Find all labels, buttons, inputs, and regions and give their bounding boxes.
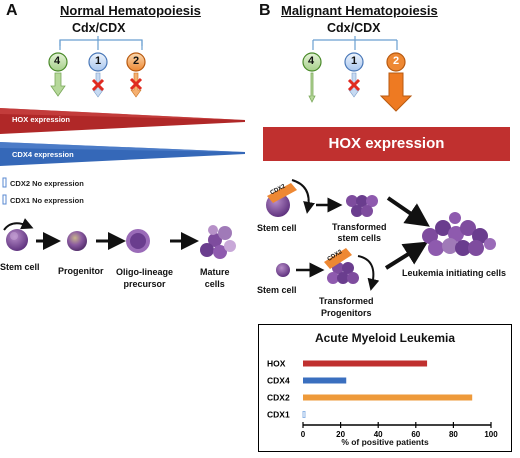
panel-a-mature-label: Mature cells	[200, 267, 230, 289]
panel-b-transformed-stem-label: Transformed stem cells	[332, 222, 387, 243]
panel-b-cdx2-circle	[386, 52, 406, 72]
chart-bar	[303, 394, 473, 401]
chart-title: Acute Myeloid Leukemia	[314, 331, 456, 345]
panel-b-cdx4-circle	[302, 52, 322, 72]
panel-a-cdx-title: Cdx/CDX	[72, 21, 126, 35]
panel-a-hox-wedge	[0, 108, 245, 134]
chart-x-tick-label: 40	[374, 430, 383, 439]
panel-a-cdx4-arrow	[50, 72, 66, 97]
panel-a-letter: A	[6, 2, 18, 19]
panel-a-cdx4-label: CDX4 expression	[12, 150, 74, 159]
panel-a-precursor-label: Oligo-lineage precursor	[116, 267, 174, 289]
panel-b-leukemia-label: Leukemia initiating cells	[402, 268, 507, 278]
panel-b-cdx2-tag-2	[324, 248, 352, 269]
panel-b-hox-label: HOX expression	[328, 135, 445, 152]
chart-category-label: CDX2	[267, 393, 290, 403]
panel-a-stem-cell-label: Stem cell	[0, 262, 40, 272]
panel-b-stem-cell-2	[276, 263, 290, 277]
panel-b-cdx1-arrow	[347, 72, 361, 98]
panel-b-cdx4-arrow	[308, 72, 316, 103]
cdx1-legend-label: CDX1 No expression	[10, 196, 84, 205]
panel-b-circle-4-label: 4	[308, 55, 315, 67]
chart-x-tick-label: 80	[449, 430, 458, 439]
panel-b-arrow-to-lic-2	[384, 241, 429, 270]
panel-b-transformed-prog-label: Transformed Progenitors	[319, 296, 374, 318]
panel-b-hox-band	[263, 127, 510, 161]
panel-a-circle-1-label: 1	[95, 55, 102, 67]
panel-b-cdx2-tag-1	[267, 183, 297, 203]
leukemia-initiating-cells	[422, 212, 496, 256]
chart-x-tick-label: 100	[484, 430, 498, 439]
panel-b-bracket	[312, 36, 398, 50]
panel-a-cdx1-arrow	[91, 72, 105, 98]
panel-a-precursor-cell	[126, 229, 150, 253]
chart-bar	[302, 411, 306, 418]
panel-b-transformed-stem-cells	[346, 195, 378, 217]
chart-bar	[303, 360, 428, 367]
chart-x-tick-label: 20	[336, 430, 345, 439]
cdx1-legend-swatch	[2, 194, 7, 205]
panel-b-transformed-progenitors	[327, 255, 380, 291]
panel-a-mature-cells	[200, 225, 236, 259]
cdx2-legend-swatch	[2, 177, 7, 188]
chart-xlabel: % of positive patients	[341, 437, 429, 447]
chart-x-tick-label: 60	[411, 430, 420, 439]
panel-a-bracket	[59, 36, 143, 50]
panel-a-progenitor-label: Progenitor	[58, 266, 104, 276]
panel-a-circle-4-label: 4	[54, 55, 61, 67]
panel-a-hox-label: HOX expression	[12, 115, 70, 124]
chart-category-label: CDX4	[267, 376, 290, 386]
panel-b-stem-cell-1-label: Stem cell	[257, 223, 297, 233]
panel-a-circle-2-label: 2	[133, 55, 140, 67]
cdx2-legend-label: CDX2 No expression	[10, 179, 84, 188]
chart-bar	[303, 377, 347, 384]
chart-category-label: CDX1	[267, 410, 290, 420]
panel-b-arrow-to-lic-1	[386, 196, 430, 227]
panel-b-cdx2-arrow	[379, 72, 413, 112]
panel-a-cdx2-circle	[126, 52, 146, 72]
panel-a-progenitor-cell	[67, 231, 87, 251]
panel-a-cdx4-circle	[48, 52, 68, 72]
panel-b-stem-cell-2-label: Stem cell	[257, 285, 297, 295]
panel-b-circle-2-label: 2	[393, 55, 400, 67]
panel-a-cdx1-circle	[88, 52, 108, 72]
panel-b-letter: B	[259, 2, 271, 19]
chart-x-tick-label: 0	[301, 430, 306, 439]
panel-a-stem-cell	[3, 218, 34, 251]
panel-a-cdx4-wedge	[0, 142, 245, 166]
panel-b-circle-1-label: 1	[351, 55, 358, 67]
panel-a-cdx2-arrow	[129, 72, 143, 98]
panel-b-cdx1-circle	[344, 52, 364, 72]
chart-category-label: HOX	[267, 359, 286, 369]
panel-a-title: Normal Hematopoiesis	[60, 3, 201, 18]
panel-b-title: Malignant Hematopoiesis	[281, 3, 438, 18]
panel-b-cdx-title: Cdx/CDX	[327, 21, 381, 35]
